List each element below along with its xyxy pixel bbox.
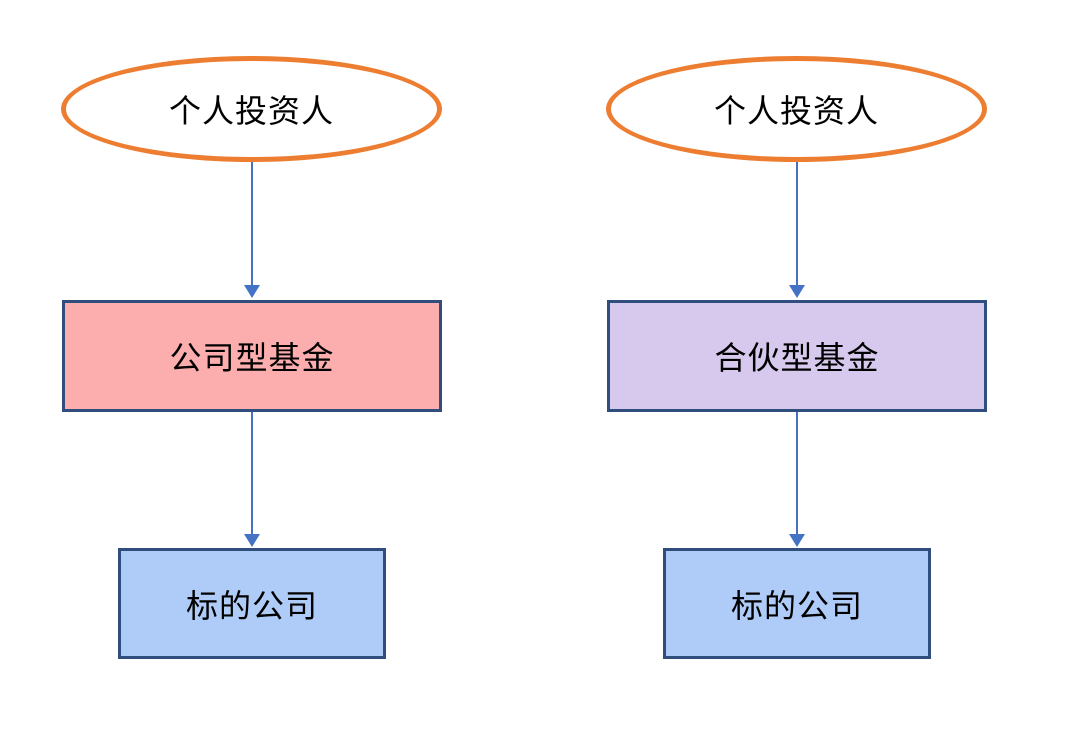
target-company-box-right: 标的公司 xyxy=(663,548,931,659)
arrowhead-icon-right-1 xyxy=(789,285,805,298)
arrow-line-right-2 xyxy=(796,412,798,534)
arrowhead-icon-right-2 xyxy=(789,534,805,547)
investor-label-left: 个人投资人 xyxy=(168,93,334,129)
arrow-line-left-2 xyxy=(251,412,253,534)
company-fund-box: 公司型基金 xyxy=(62,300,442,412)
target-company-label-left: 标的公司 xyxy=(185,587,318,624)
investor-label-right: 个人投资人 xyxy=(713,93,879,129)
arrowhead-icon-left-2 xyxy=(244,534,260,547)
arrow-line-right-1 xyxy=(796,162,798,286)
company-fund-label: 公司型基金 xyxy=(169,340,335,376)
investor-ellipse-left: 个人投资人 xyxy=(61,56,442,162)
arrow-line-left-1 xyxy=(251,162,253,286)
investor-ellipse-right: 个人投资人 xyxy=(606,56,987,162)
arrowhead-icon-left-1 xyxy=(244,285,260,298)
partnership-fund-label: 合伙型基金 xyxy=(714,340,880,376)
partnership-fund-box: 合伙型基金 xyxy=(607,300,987,412)
target-company-box-left: 标的公司 xyxy=(118,548,386,659)
target-company-label-right: 标的公司 xyxy=(730,587,863,624)
